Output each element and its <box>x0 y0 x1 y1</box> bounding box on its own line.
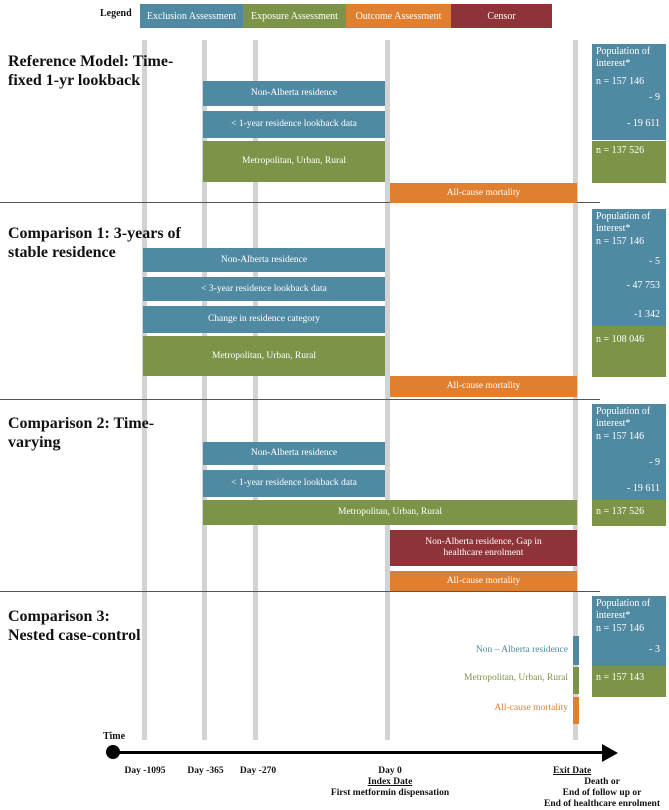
population-head: Population of interest* <box>596 406 651 429</box>
exclusion-count: -1 342 <box>634 309 660 320</box>
exit-line-3: End of follow up or <box>562 788 642 798</box>
population-n: n = 157 146 <box>596 431 645 442</box>
tick-day-0-label: Day 0 <box>378 766 402 776</box>
row-label-exclusion: Non – Alberta residence <box>475 645 568 655</box>
section-divider <box>0 591 600 592</box>
exclusion-count: - 5 <box>649 256 660 267</box>
population-box: Population of interest* n = 157 146 - 3 <box>592 596 666 666</box>
reference-model-title: Reference Model: Time-fixed 1-yr lookbac… <box>8 53 174 89</box>
exit-line-2: Death or <box>584 777 620 787</box>
bar-lookback: < 1-year residence lookback data <box>203 470 385 497</box>
final-population: n = 108 046 <box>596 334 645 345</box>
exit-date-label: Exit Date <box>553 766 592 776</box>
bar-lookback: < 3-year residence lookback data <box>143 277 385 301</box>
tick-day-1095: Day -1095 <box>124 766 166 776</box>
exclusion-count: - 9 <box>649 92 660 103</box>
exclusion-count: - 9 <box>649 457 660 468</box>
timeline-day-270 <box>253 40 258 740</box>
bar-lookback: < 1-year residence lookback data <box>203 111 385 138</box>
legend-exposure: Exposure Assessment <box>243 4 346 28</box>
tick-exit: Exit Date Death or End of follow up or E… <box>536 766 668 810</box>
bar-residence-category: Metropolitan, Urban, Rural <box>143 336 385 376</box>
legend-label: Legend <box>100 8 132 19</box>
population-head: Population of interest* <box>596 598 651 621</box>
timeline-day-365 <box>202 40 207 740</box>
bar-non-alberta: Non-Alberta residence <box>203 81 385 106</box>
final-population: n = 137 526 <box>596 145 645 156</box>
row-label-exposure: Metropolitan, Urban, Rural <box>464 673 568 683</box>
exclusion-count: - 19 611 <box>627 118 660 129</box>
population-n: n = 157 146 <box>596 76 645 87</box>
exit-exclusion-marker <box>573 636 579 665</box>
population-head: Population of interest* <box>596 211 651 234</box>
final-population-box: n = 108 046 <box>592 326 666 377</box>
exit-outcome-marker <box>573 697 579 724</box>
axis-time-label: Time <box>103 731 126 742</box>
index-date-description: First metformin dispensation <box>330 788 450 798</box>
population-box: Population of interest* n = 157 146 - 9 … <box>592 404 666 500</box>
tick-day-270: Day -270 <box>239 766 277 776</box>
timeline-day-1095 <box>142 40 147 740</box>
exclusion-count: - 19 611 <box>627 483 660 494</box>
tick-day-0: Day 0 Index Date First metformin dispens… <box>320 766 460 799</box>
final-population: n = 137 526 <box>596 506 645 517</box>
population-head: Population of interest* <box>596 46 651 69</box>
population-box: Population of interest* n = 157 146 - 5 … <box>592 209 666 326</box>
bar-censor: Non-Alberta residence, Gap in healthcare… <box>390 530 577 566</box>
bar-mortality: All-cause mortality <box>390 183 577 203</box>
bar-residence-category: Metropolitan, Urban, Rural <box>203 141 385 182</box>
bar-mortality: All-cause mortality <box>390 571 577 591</box>
population-box: Population of interest* n = 157 146 - 9 … <box>592 44 666 140</box>
final-population: n = 157 143 <box>596 672 645 683</box>
index-date-label: Index Date <box>367 777 413 787</box>
comparison-3-title: Comparison 3: Nested case-control <box>8 608 141 644</box>
comparison-1-title: Comparison 1: 3-years of stable residenc… <box>8 225 181 261</box>
timeline-day-0 <box>385 40 390 740</box>
bar-change-category: Change in residence category <box>143 306 385 333</box>
legend-outcome: Outcome Assessment <box>346 4 451 28</box>
tick-day-365: Day -365 <box>187 766 224 776</box>
final-population-box: n = 157 143 <box>592 666 666 697</box>
bar-mortality: All-cause mortality <box>390 376 577 397</box>
exclusion-count: - 47 753 <box>626 280 660 291</box>
population-n: n = 157 146 <box>596 236 645 247</box>
axis-arrow-icon <box>602 744 618 762</box>
legend-exclusion: Exclusion Assessment <box>140 4 243 28</box>
final-population-box: n = 137 526 <box>592 141 666 183</box>
section-divider <box>0 399 600 400</box>
exclusion-count: - 3 <box>649 644 660 655</box>
row-label-outcome: All-cause mortality <box>494 703 568 713</box>
exit-exposure-marker <box>573 667 579 694</box>
bar-non-alberta: Non-Alberta residence <box>143 248 385 272</box>
section-divider <box>0 202 600 203</box>
legend-censor: Censor <box>451 4 552 28</box>
comparison-2-title: Comparison 2: Time-varying <box>8 415 155 451</box>
exit-line-4: End of healthcare enrolment <box>543 799 661 809</box>
bar-residence-category: Metropolitan, Urban, Rural <box>203 500 577 525</box>
final-population-box: n = 137 526 <box>592 500 666 526</box>
population-n: n = 157 146 <box>596 623 645 634</box>
bar-non-alberta: Non-Alberta residence <box>203 442 385 465</box>
time-axis <box>113 751 605 754</box>
